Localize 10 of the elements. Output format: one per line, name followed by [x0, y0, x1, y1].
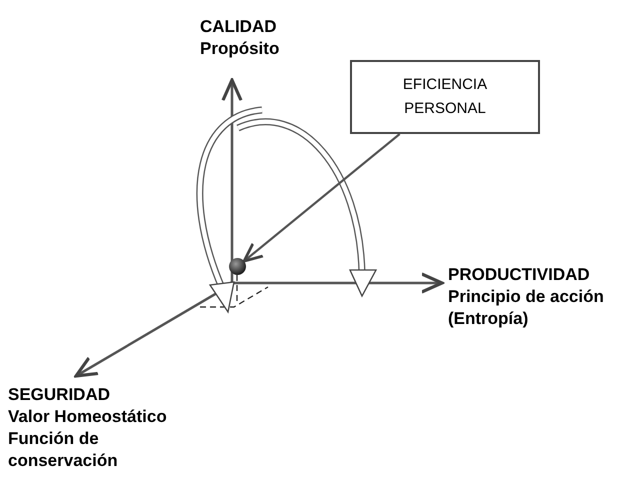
axis-label: CALIDAD	[200, 16, 276, 38]
leader-arrow	[242, 133, 400, 262]
axis-description: Función de conservación	[8, 428, 119, 472]
axis-description: Valor Homeostático	[8, 406, 167, 428]
text-box: EFICIENCIA PERSONAL	[350, 60, 540, 134]
axis-label: SEGURIDAD	[8, 384, 110, 406]
point-marker	[229, 258, 246, 275]
axis-label: PRODUCTIVIDAD	[448, 264, 590, 286]
axis-description: Principio de acción (Entropía)	[448, 286, 605, 330]
axis-description: Propósito	[200, 38, 280, 60]
